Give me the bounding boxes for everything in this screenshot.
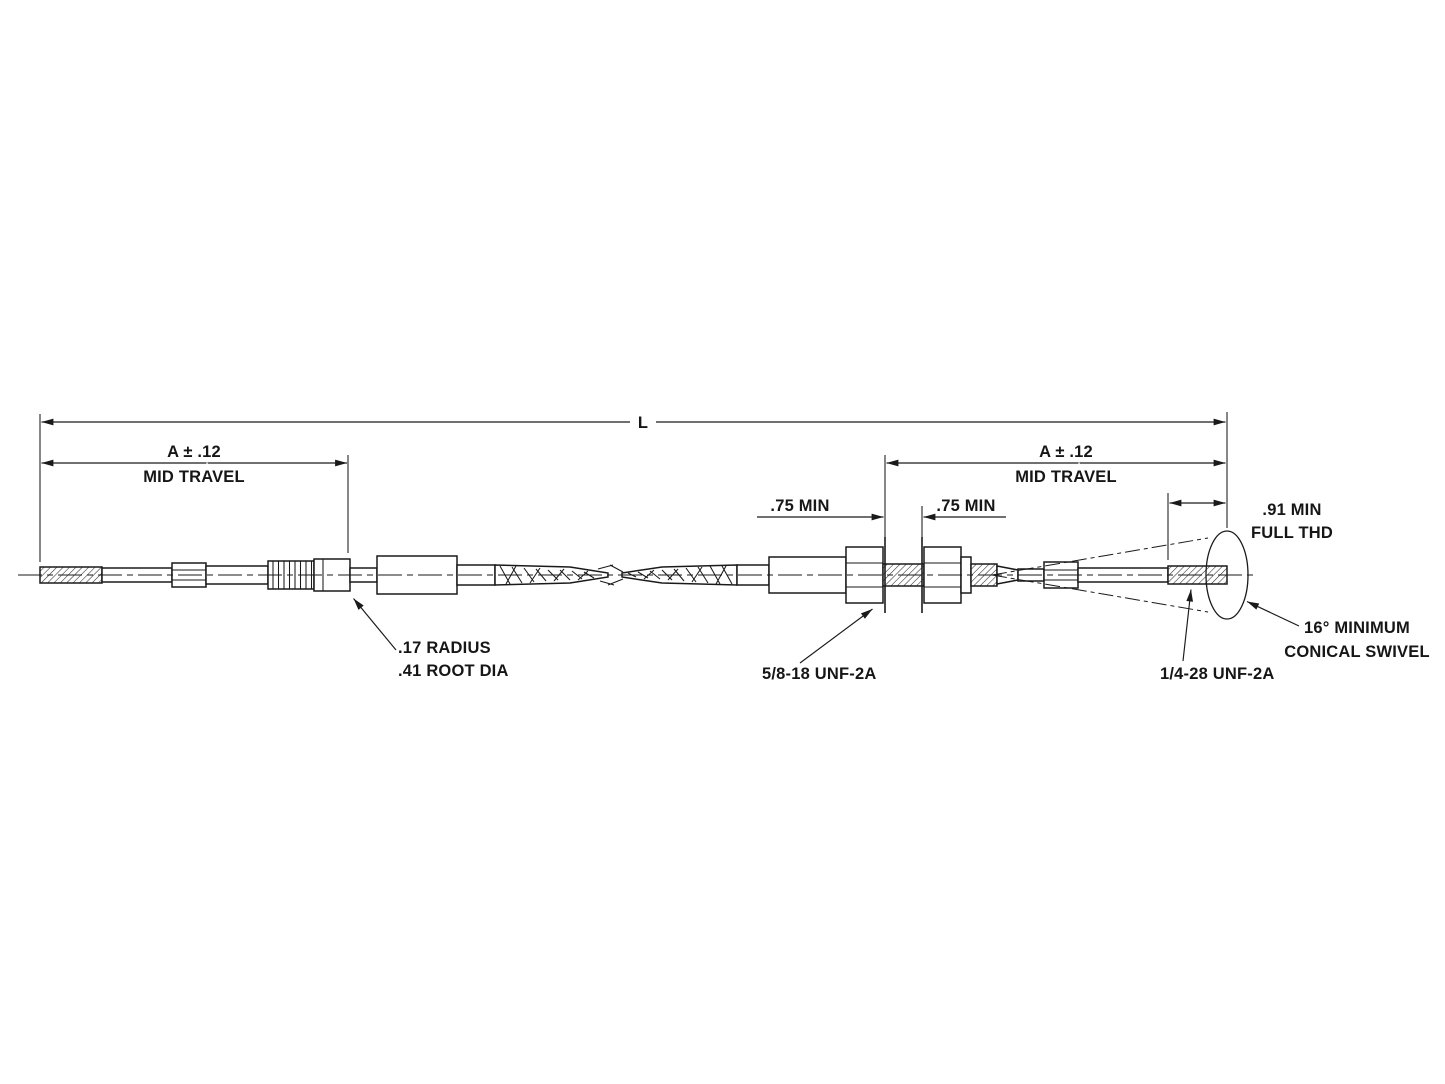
note-root-radius: .17 RADIUS .41 ROOT DIA: [353, 598, 509, 680]
dim-L-label: L: [638, 414, 648, 432]
note-bulkhead-thread: 5/8-18 UNF-2A: [762, 608, 876, 683]
dim-right-travel-value: A ± .12: [1039, 443, 1093, 461]
note-bulkhead-thread-label: 5/8-18 UNF-2A: [762, 665, 876, 683]
extension-lines: [39, 412, 1228, 562]
leader-conical-swivel: [1246, 600, 1300, 627]
dimension-right-travel: A ± .12 MID TRAVEL: [886, 440, 1226, 489]
dim-right-travel-label: MID TRAVEL: [1015, 468, 1117, 486]
note-rod-thread-label: 1/4-28 UNF-2A: [1160, 665, 1274, 683]
swivel-cone-lower: [991, 574, 1209, 613]
leader-rod-thread: [1182, 589, 1194, 662]
dim-full-thread-value: .91 MIN: [1262, 501, 1321, 519]
swivel-cone-upper: [991, 537, 1209, 576]
note-radius-line2: .41 ROOT DIA: [398, 662, 509, 680]
dim-left-min-label: .75 MIN: [770, 497, 829, 515]
note-rod-thread: 1/4-28 UNF-2A: [1160, 589, 1274, 683]
dim-full-thread-label: FULL THD: [1251, 524, 1333, 542]
note-swivel-line2: CONICAL SWIVEL: [1284, 643, 1430, 661]
dim-left-travel-label: MID TRAVEL: [143, 468, 245, 486]
dimension-full-thread: .91 MIN FULL THD: [1169, 499, 1333, 542]
dim-right-min-label: .75 MIN: [936, 497, 995, 515]
dim-left-travel-value: A ± .12: [167, 443, 221, 461]
note-radius-line1: .17 RADIUS: [398, 639, 491, 657]
leader-bulkhead-thread: [799, 608, 873, 664]
dimension-right-min-thread: .75 MIN: [923, 497, 1006, 521]
note-swivel-line1: 16° MINIMUM: [1304, 619, 1410, 637]
leader-root-radius: [353, 598, 397, 651]
dimension-overall-length: L: [41, 414, 1226, 432]
note-conical-swivel: 16° MINIMUM CONICAL SWIVEL: [1246, 600, 1430, 661]
dimension-left-travel: A ± .12 MID TRAVEL: [41, 440, 347, 489]
dimension-left-min-thread: .75 MIN: [757, 497, 884, 521]
